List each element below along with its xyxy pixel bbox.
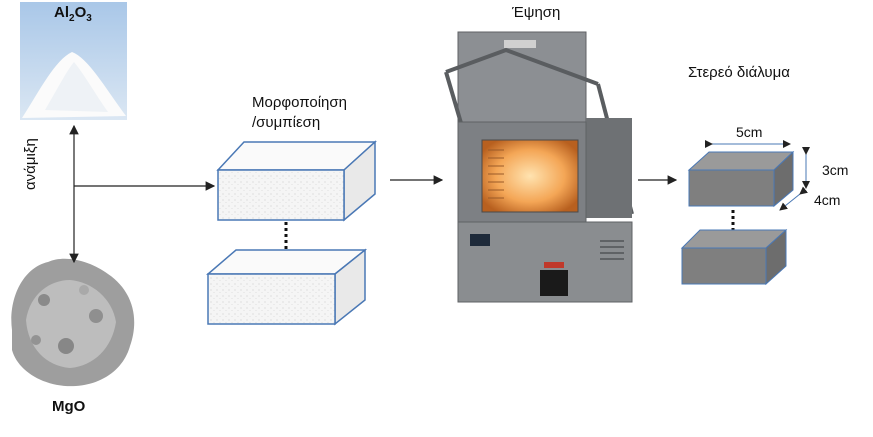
firing-label: Έψηση — [512, 4, 561, 21]
pressing-label-line2: /συμπίεση — [252, 114, 321, 131]
mixing-label: ανάμιξη — [22, 138, 39, 190]
furnace-image — [444, 31, 634, 303]
dim-depth-label: 4cm — [814, 192, 841, 208]
alumina-label: Al2O3 — [54, 4, 92, 24]
pressed-pellet-bottom — [205, 248, 368, 326]
magnesia-powder-image — [11, 258, 135, 387]
pressed-pellet-top — [216, 140, 377, 222]
dim-width-label: 5cm — [736, 124, 763, 140]
magnesia-label: MgO — [52, 398, 86, 415]
result-label: Στερεό διάλυμα — [688, 64, 790, 81]
dim-height-label: 3cm — [822, 162, 849, 178]
pressing-label-line1: Μορφοποίηση — [252, 94, 347, 111]
dim-depth-arrow — [779, 186, 808, 211]
solid-solution-block-top — [687, 150, 795, 208]
solid-solution-block-bottom — [680, 228, 788, 286]
alumina-powder-image — [20, 2, 127, 120]
